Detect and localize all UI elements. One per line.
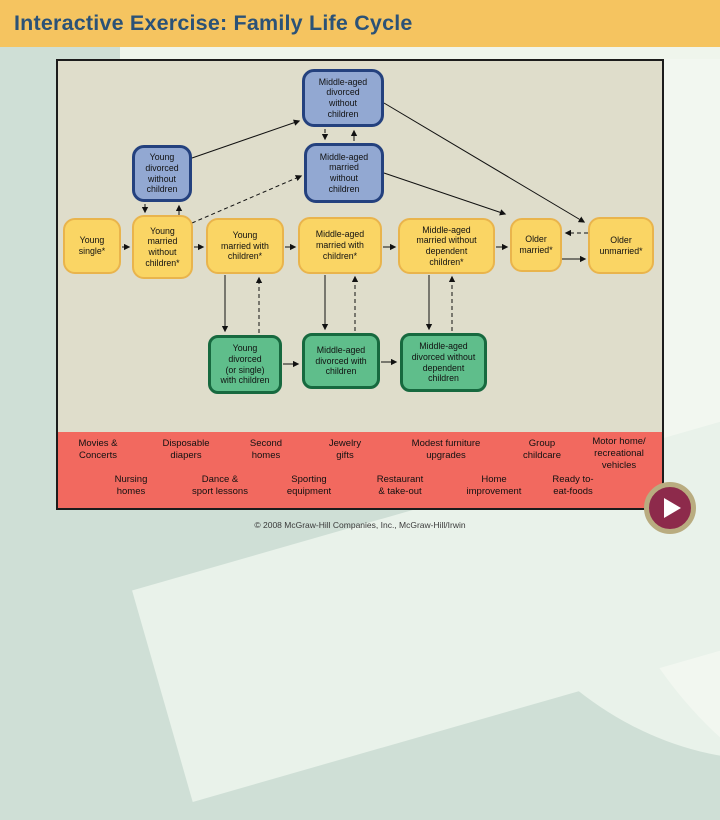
copyright-text: © 2008 McGraw-Hill Companies, Inc., McGr… [254, 520, 466, 530]
node-middle-aged-divorced-with-children: Middle-aged divorced with children [302, 333, 380, 389]
flow-arrows [122, 102, 588, 368]
banner-item-motor-home: Motor home/ recreational vehicles [592, 436, 646, 471]
banner-item-nursing-homes: Nursing homes [114, 474, 148, 497]
title-bar: Interactive Exercise: Family Life Cycle [0, 0, 720, 47]
node-middle-aged-married-without-dependent-children: Middle-aged married without dependent ch… [398, 218, 495, 274]
node-middle-aged-divorced-without-children: Middle-aged divorced without children [302, 69, 384, 127]
banner-item-dance-sport: Dance & sport lessons [192, 474, 248, 497]
banner-item-ready-to-eat: Ready to- eat-foods [552, 474, 594, 497]
banner-item-movies-concerts: Movies & Concerts [78, 438, 118, 461]
solid-flow-arrows [122, 102, 587, 368]
background-shape [120, 47, 720, 59]
next-slide-button[interactable] [644, 482, 696, 534]
banner-item-restaurant-takeout: Restaurant & take-out [376, 474, 424, 497]
play-icon [664, 498, 681, 518]
banner-item-group-childcare: Group childcare [522, 438, 562, 461]
banner-item-home-improvement: Home improvement [466, 474, 522, 497]
node-young-divorced-without-children: Young divorced without children [132, 145, 192, 202]
node-young-divorced-or-single-with-children: Young divorced (or single) with children [208, 335, 282, 394]
node-middle-aged-married-with-children: Middle-aged married with children* [298, 217, 382, 274]
banner-item-second-homes: Second homes [249, 438, 283, 461]
node-middle-aged-married-without-children: Middle-aged married without children [304, 143, 384, 203]
node-older-unmarried: Older unmarried* [588, 217, 654, 274]
node-older-married: Older married* [510, 218, 562, 272]
products-banner: Movies & Concerts Disposable diapers Sec… [58, 432, 662, 508]
diagram-panel: Middle-aged divorced without children Yo… [56, 59, 664, 510]
banner-item-modest-furniture: Modest furniture upgrades [411, 438, 481, 461]
dashed-flow-arrows [141, 129, 588, 333]
banner-item-jewelry-gifts: Jewelry gifts [328, 438, 362, 461]
banner-item-disposable-diapers: Disposable diapers [162, 438, 210, 461]
node-young-single: Young single* [63, 218, 121, 274]
page-title: Interactive Exercise: Family Life Cycle [14, 11, 413, 35]
banner-item-sporting-equipment: Sporting equipment [286, 474, 332, 497]
node-young-married-without-children: Young married without children* [132, 215, 193, 279]
node-young-married-with-children: Young married with children* [206, 218, 284, 274]
node-middle-aged-divorced-without-dependent-children: Middle-aged divorced without dependent c… [400, 333, 487, 392]
